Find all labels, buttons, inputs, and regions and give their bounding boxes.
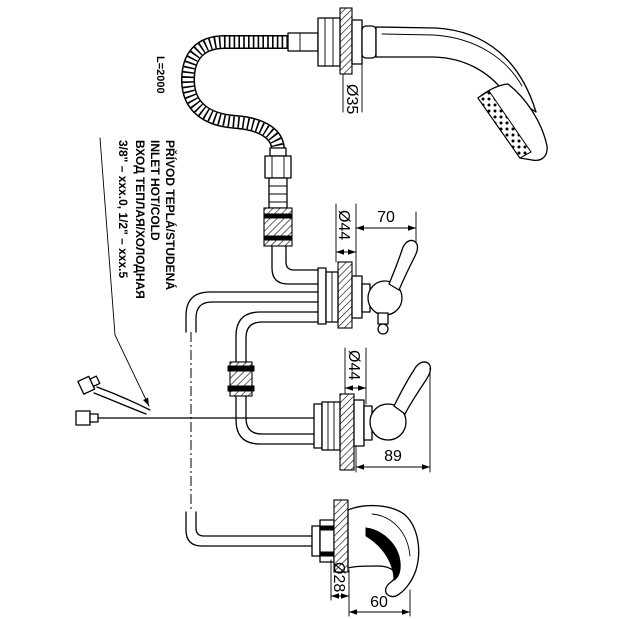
union-ring [227,365,255,372]
valve-knob [377,323,389,335]
bridge-pipe-edge [235,395,315,445]
inlet-note-line-thread-sizes: 3/8" – xxx.0, 1/2" – xxx.5 [116,140,130,278]
inlet-hose-edge [93,392,147,415]
upper-valve-diameter-label: Ø44 [335,210,352,240]
inlet-note: PŘÍVOD TEPLÁ/STUDENÁ INLET HOT/COLD ВХОД… [116,140,178,299]
spout-diameter-label: Ø28 [330,562,347,592]
bridge-pipe-edge [245,395,315,435]
hose-fitting-stack [263,147,319,285]
valve-inlet-block [317,267,327,325]
shower-handle-highlight [381,33,523,87]
valve-handle-ball [369,403,407,441]
spout-contour-line [371,513,411,557]
bath-spout: Ø28 60 [185,499,420,617]
shower-holder-stem [361,25,377,59]
hose-body [182,36,288,151]
wall-section [339,393,355,471]
inlet-note-line-czech: PŘÍVOD TEPLÁ/STUDENÁ [163,140,178,290]
bridge-pipe-edge [235,311,319,363]
shower-head-nozzle-face [477,90,532,159]
hose-ring [269,147,287,157]
upper-valve-reach-label: 70 [377,209,395,226]
hose-coil [182,36,288,151]
inlet-note-line-english: INLET HOT/COLD [148,140,162,241]
wall-section [339,7,353,75]
note-leader-line [99,137,150,407]
shower-hose: L=2000 [154,35,288,151]
hose-length-label: L=2000 [154,56,166,94]
union-ring [263,213,293,219]
inlet-connector-lower [75,410,91,426]
inlet-connector-upper [77,375,101,395]
lower-valve: Ø44 89 [313,347,432,473]
hose-fitting-body [268,177,288,209]
wall-section [337,261,353,329]
wall-nut [317,17,341,67]
hose-hex-nut [264,155,292,179]
shower-handle [375,26,537,113]
spout-feed-pipe-edge [185,291,319,333]
inlet-hose-edge [96,386,151,411]
spout-feed-pipe-edge [185,511,313,547]
spout-nut-ring [319,525,335,531]
union-ring [263,235,293,241]
shower-diameter-label: Ø35 [343,84,360,114]
spout-reach-label: 60 [370,594,388,611]
supply-pipe-edge [285,245,319,271]
inlet-connector-sleeve [89,375,101,388]
spout-feed-pipe-edge [195,301,319,333]
valve-lever [388,239,419,291]
spout-outlet-shade [365,527,401,581]
hose-connector [287,32,319,52]
connecting-pipes [185,291,319,512]
supply-pipe-edge [271,245,319,285]
lower-valve-diameter-label: Ø44 [345,350,362,380]
spout-nut-ring [319,551,335,557]
inlet-note-line-russian: ВХОД ТЕПЛАЯ/ХОЛОДНАЯ [133,140,147,299]
valve-knob-neck [377,312,389,325]
inlet-connector-sleeve [89,413,99,423]
inlet-hoses [75,137,315,426]
spout-fitting [311,525,321,557]
upper-valve: Ø44 70 [317,203,419,335]
lower-valve-reach-label: 89 [384,448,402,465]
valve-nut [321,401,341,451]
valve-inlet-block [313,403,323,449]
hand-shower: Ø35 [287,7,548,162]
valve-flange [353,399,365,447]
bridge-pipe-edge [245,321,319,363]
union-ring [227,385,255,392]
valve-lever [393,361,432,415]
wall-flange [351,19,363,65]
spout-feed-pipe-edge [195,511,313,537]
valve-flange [351,275,363,319]
